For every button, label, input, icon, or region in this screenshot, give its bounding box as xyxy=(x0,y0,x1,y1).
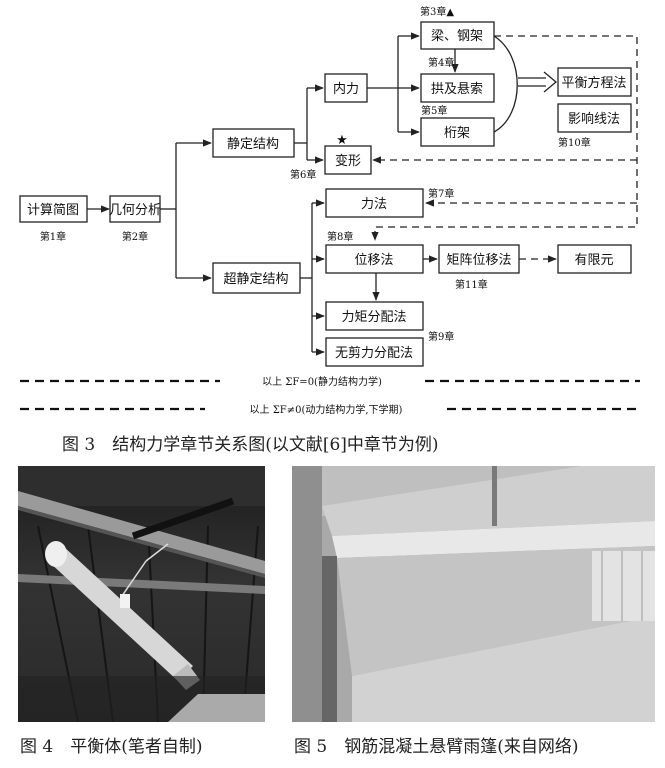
connectors xyxy=(87,32,638,356)
chapter-4-label: 第4章 xyxy=(428,56,454,69)
statics-divider-label: 以上 ΣF=0(静力结构力学) xyxy=(262,375,382,388)
figure-4-caption: 图 4 平衡体(笔者自制) xyxy=(20,737,203,757)
star-icon: ★ xyxy=(336,133,348,148)
figure-5-caption: 图 5 钢筋混凝土悬臂雨篷(来自网络) xyxy=(294,737,579,757)
node-moment-label: 力矩分配法 xyxy=(341,310,406,325)
cantilever-canopy-photo xyxy=(292,466,655,722)
node-disp-label: 位移法 xyxy=(354,253,393,268)
node-internal-label: 内力 xyxy=(333,81,359,97)
node-static: 静定结构 xyxy=(212,128,295,158)
node-hyper: 超静定结构 xyxy=(212,262,301,294)
balance-body-photo xyxy=(18,466,265,722)
chapter-1-label: 第1章 xyxy=(40,230,66,243)
node-matrix: 矩阵位移法 xyxy=(438,244,520,274)
chapter-9-label: 第9章 xyxy=(428,330,454,343)
chapter-2-label: 第2章 xyxy=(122,230,148,243)
chapter-relationship-diagram: 计算简图 几何分析 静定结构 超静定结构 内力 变形 梁、钢架 拱及悬索 桁架 … xyxy=(19,5,640,416)
node-influence-label: 影响线法 xyxy=(568,111,620,127)
chapter-10-label: 第10章 xyxy=(558,136,591,149)
node-truss: 桁架 xyxy=(420,117,495,147)
node-arch: 拱及悬索 xyxy=(420,73,495,103)
node-beam: 梁、钢架 xyxy=(420,21,495,50)
node-static-label: 静定结构 xyxy=(227,137,279,152)
node-force: 力法 xyxy=(325,188,424,218)
node-shear: 无剪力分配法 xyxy=(325,337,424,367)
node-truss-label: 桁架 xyxy=(444,126,470,141)
node-arch-label: 拱及悬索 xyxy=(431,82,483,97)
node-disp: 位移法 xyxy=(325,244,424,274)
node-calc-label: 计算简图 xyxy=(27,202,79,218)
node-matrix-label: 矩阵位移法 xyxy=(446,253,511,268)
node-internal: 内力 xyxy=(324,73,368,103)
dynamics-divider-label: 以上 ΣF≠0(动力结构力学,下学期) xyxy=(250,403,403,416)
node-calc: 计算简图 xyxy=(19,195,88,223)
node-balance-label: 平衡方程法 xyxy=(561,75,626,91)
node-geo: 几何分析 xyxy=(109,195,161,223)
node-balance: 平衡方程法 xyxy=(557,67,632,97)
node-force-label: 力法 xyxy=(361,197,387,212)
node-deform-label: 变形 xyxy=(335,153,361,169)
chapter-5-label: 第5章 xyxy=(421,104,447,117)
chapter-8-label: 第8章 xyxy=(327,230,353,243)
node-hyper-label: 超静定结构 xyxy=(223,272,288,287)
statics-divider: 以上 ΣF=0(静力结构力学) xyxy=(20,375,640,388)
chapter-11-label: 第11章 xyxy=(455,278,488,291)
node-beam-label: 梁、钢架 xyxy=(431,29,483,44)
chapter-labels: 第1章 第2章 第3章▲ 第4章 第5章 第6章 第7章 第8章 第9章 第10… xyxy=(40,5,591,343)
figure-3-caption: 图 3 结构力学章节关系图(以文献[6]中章节为例) xyxy=(62,435,439,455)
node-geo-label: 几何分析 xyxy=(109,202,161,218)
chapter-3-label: 第3章▲ xyxy=(420,5,454,18)
chapter-7-label: 第7章 xyxy=(428,187,454,200)
node-fem-label: 有限元 xyxy=(574,253,613,268)
chapter-6-label: 第6章 xyxy=(290,168,316,181)
node-influence: 影响线法 xyxy=(557,103,632,133)
dynamics-divider: 以上 ΣF≠0(动力结构力学,下学期) xyxy=(20,403,640,416)
node-deform: 变形 xyxy=(324,145,372,175)
node-fem: 有限元 xyxy=(557,244,632,274)
node-shear-label: 无剪力分配法 xyxy=(335,345,413,361)
node-moment: 力矩分配法 xyxy=(325,301,424,331)
